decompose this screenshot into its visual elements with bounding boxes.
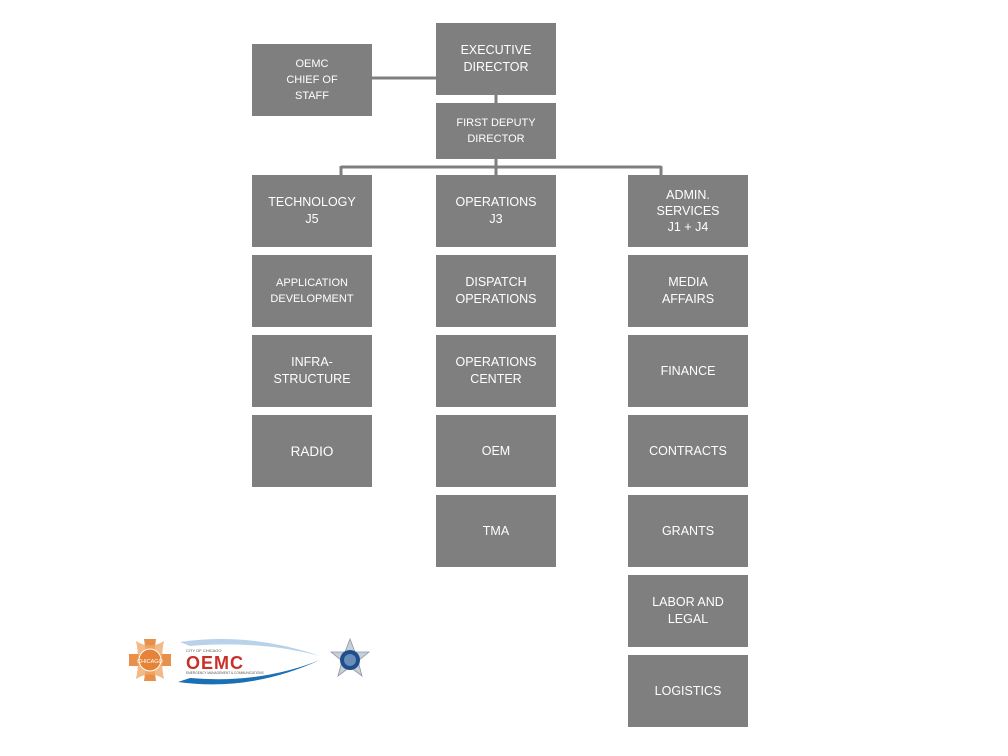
- application-development-box: APPLICATION DEVELOPMENT: [252, 255, 372, 327]
- grants-box: GRANTS: [628, 495, 748, 567]
- tma-box: TMA: [436, 495, 556, 567]
- svg-text:EMERGENCY MANAGEMENT & COMMUNI: EMERGENCY MANAGEMENT & COMMUNICATIONS: [186, 671, 264, 675]
- first-deputy-director-box: FIRST DEPUTY DIRECTOR: [436, 103, 556, 159]
- police-star-badge-icon: [329, 637, 371, 678]
- operations-center-box: OPERATIONS CENTER: [436, 335, 556, 407]
- fire-department-badge-icon: CHICAGO: [129, 639, 171, 681]
- logistics-box: LOGISTICS: [628, 655, 748, 727]
- admin-services-box: ADMIN. SERVICES J1 + J4: [628, 175, 748, 247]
- infrastructure-box: INFRA- STRUCTURE: [252, 335, 372, 407]
- media-affairs-box: MEDIA AFFAIRS: [628, 255, 748, 327]
- svg-text:CITY OF CHICAGO: CITY OF CHICAGO: [186, 648, 221, 653]
- operations-j3-box: OPERATIONS J3: [436, 175, 556, 247]
- agency-logos: CHICAGO CITY OF CHICAGO OEMC EMERGENCY M…: [129, 637, 371, 685]
- oemc-logo: CITY OF CHICAGO OEMC EMERGENCY MANAGEMEN…: [178, 639, 320, 685]
- executive-director-box: EXECUTIVE DIRECTOR: [436, 23, 556, 95]
- labor-and-legal-box: LABOR AND LEGAL: [628, 575, 748, 647]
- chief-of-staff-box: OEMC CHIEF OF STAFF: [252, 44, 372, 116]
- radio-box: RADIO: [252, 415, 372, 487]
- svg-text:CHICAGO: CHICAGO: [137, 659, 163, 665]
- dispatch-operations-box: DISPATCH OPERATIONS: [436, 255, 556, 327]
- technology-j5-box: TECHNOLOGY J5: [252, 175, 372, 247]
- svg-text:OEMC: OEMC: [186, 653, 244, 673]
- contracts-box: CONTRACTS: [628, 415, 748, 487]
- oem-box: OEM: [436, 415, 556, 487]
- finance-box: FINANCE: [628, 335, 748, 407]
